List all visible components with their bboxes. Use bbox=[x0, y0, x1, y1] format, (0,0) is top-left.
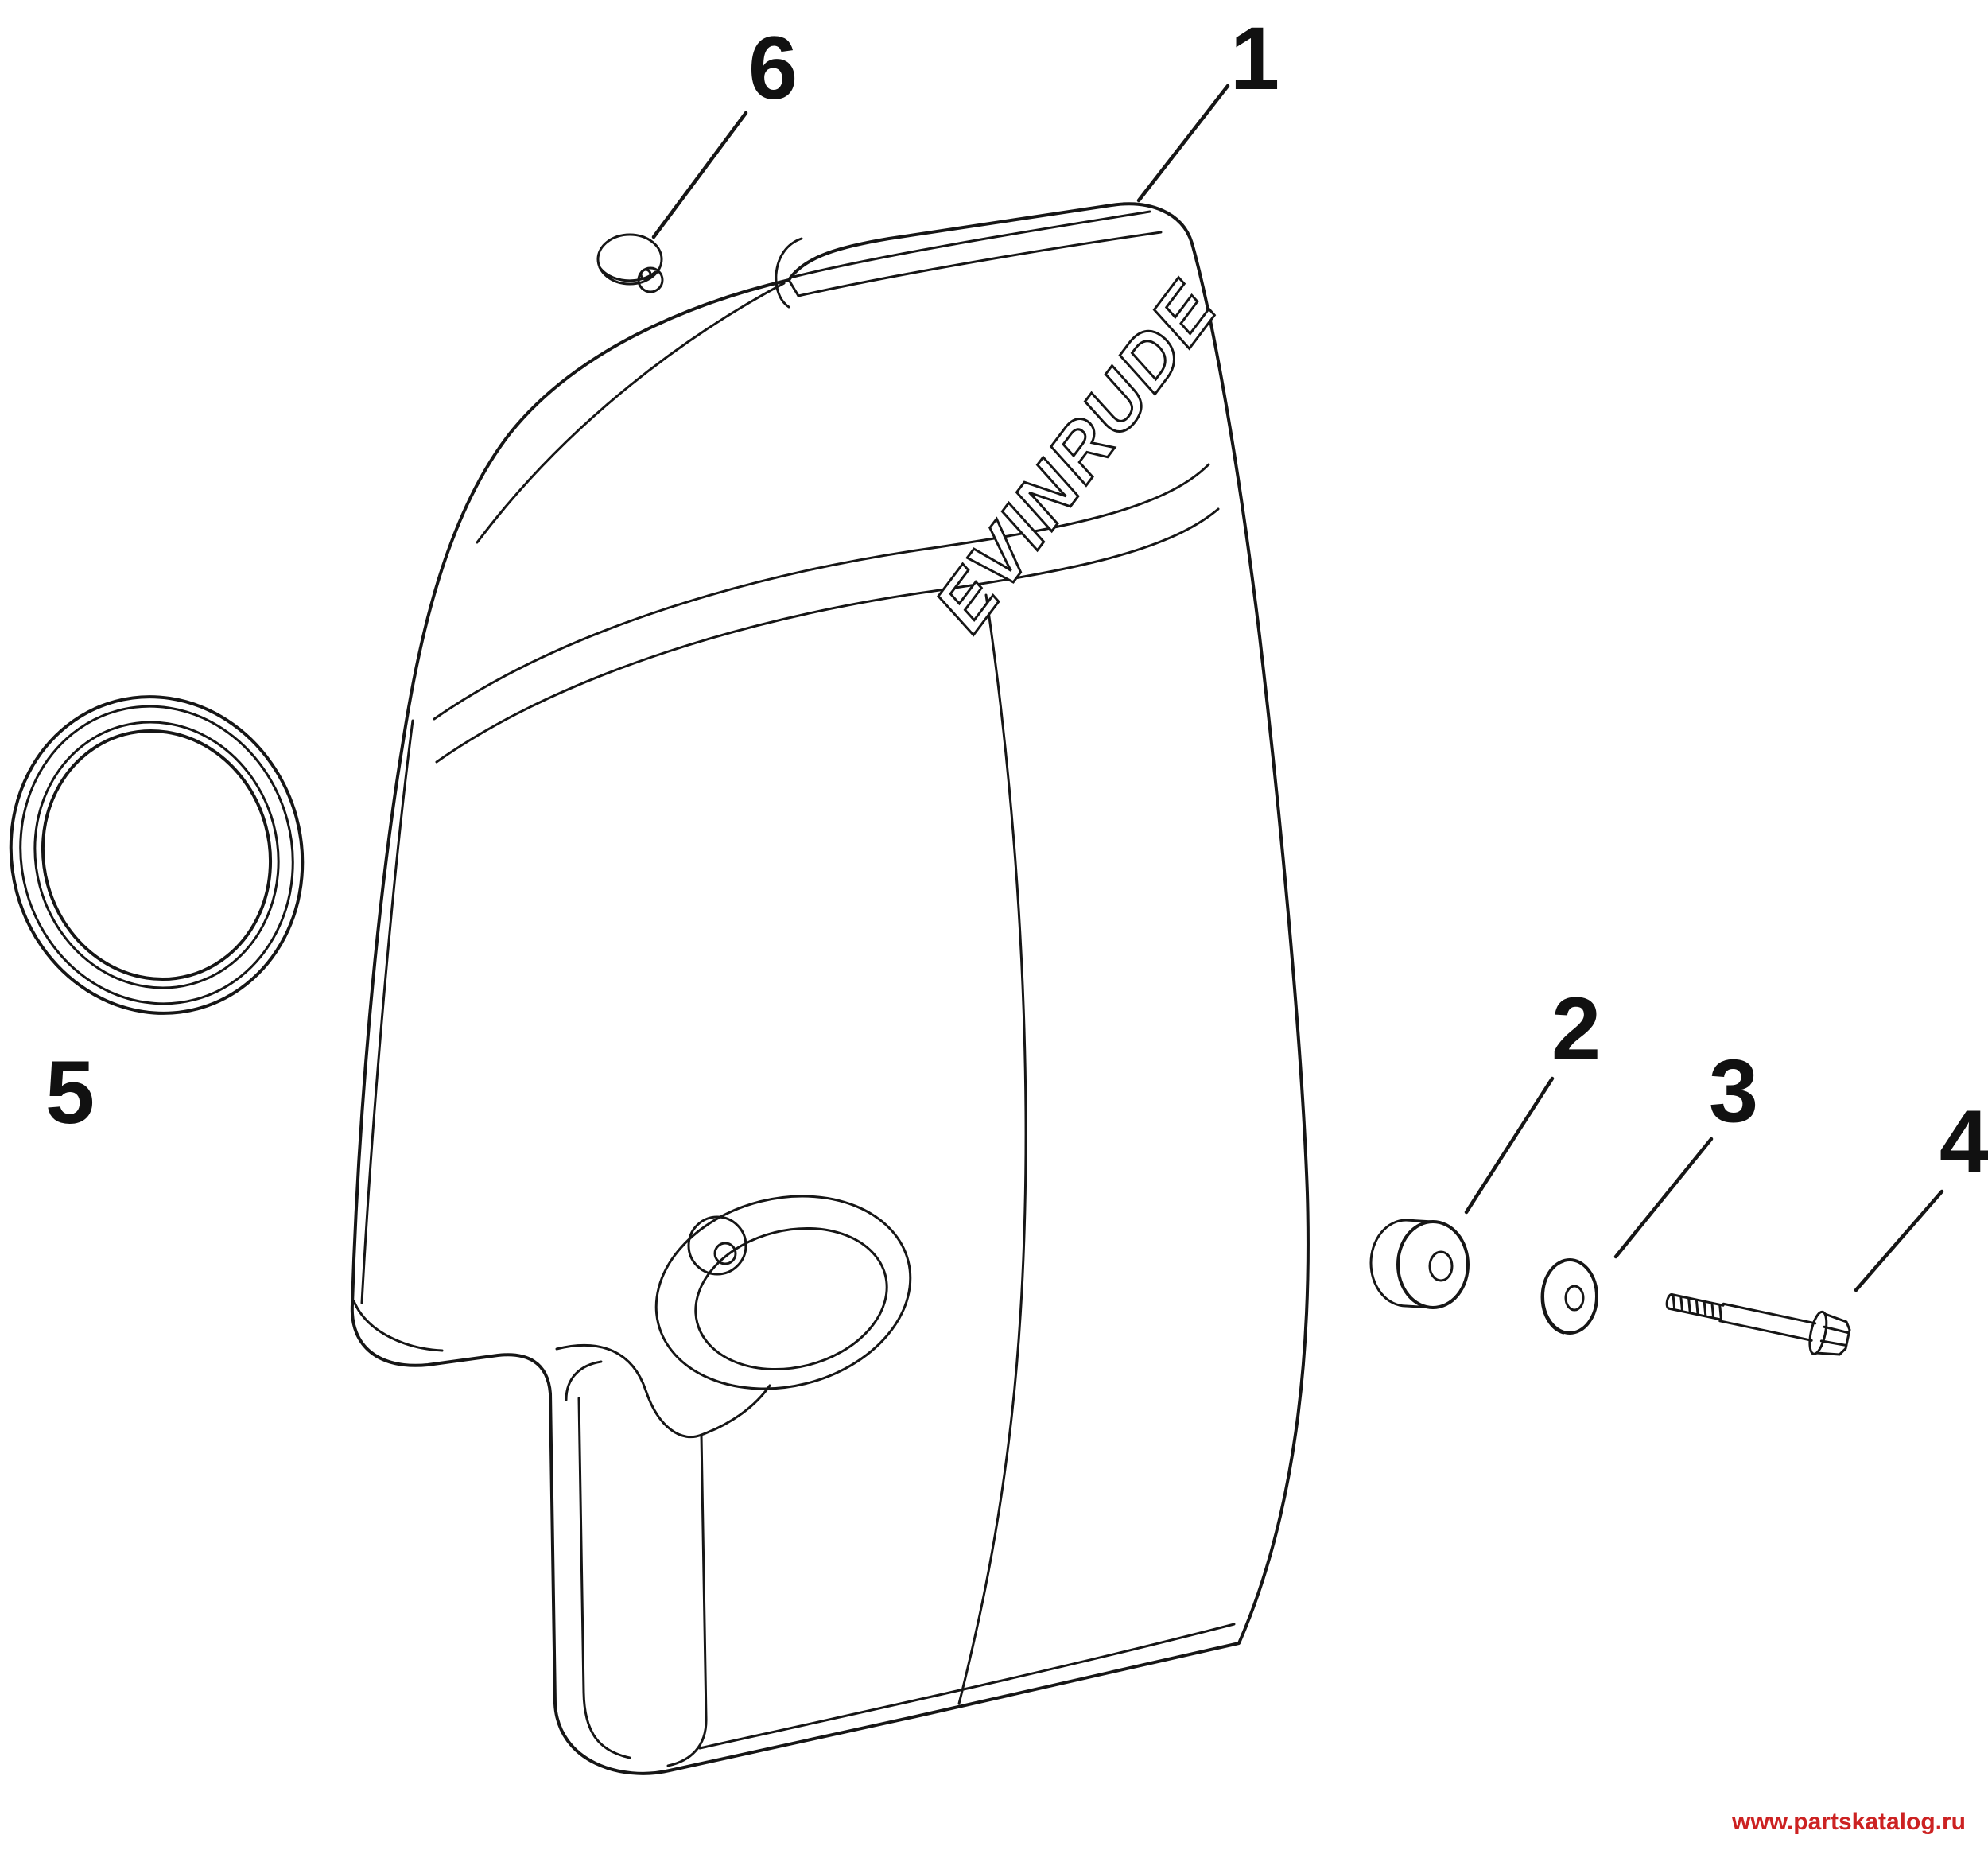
spacer-part bbox=[1369, 1219, 1470, 1309]
callout-3-leader bbox=[1613, 1137, 1714, 1259]
engine-cover-part: EVINRUDE bbox=[350, 202, 1310, 1775]
bolt-part bbox=[1665, 1292, 1851, 1356]
callout-3: 3 bbox=[1709, 1041, 1758, 1141]
callout-5: 5 bbox=[45, 1043, 95, 1142]
callout-2-leader bbox=[1464, 1076, 1555, 1215]
callout-4: 4 bbox=[1939, 1092, 1988, 1191]
evinrude-logo: EVINRUDE bbox=[918, 266, 1233, 646]
callout-1-leader bbox=[1136, 84, 1230, 203]
callout-2: 2 bbox=[1551, 979, 1601, 1079]
washer-part bbox=[1540, 1258, 1598, 1335]
callout-1: 1 bbox=[1230, 9, 1279, 108]
callout-6-leader bbox=[651, 111, 748, 239]
callout-4-leader bbox=[1854, 1189, 1944, 1292]
callout-6: 6 bbox=[748, 18, 798, 118]
watermark-text: www.partskatalog.ru bbox=[1731, 1809, 1966, 1835]
seal-ring-part bbox=[9, 695, 305, 1015]
grommet-part bbox=[596, 233, 664, 293]
